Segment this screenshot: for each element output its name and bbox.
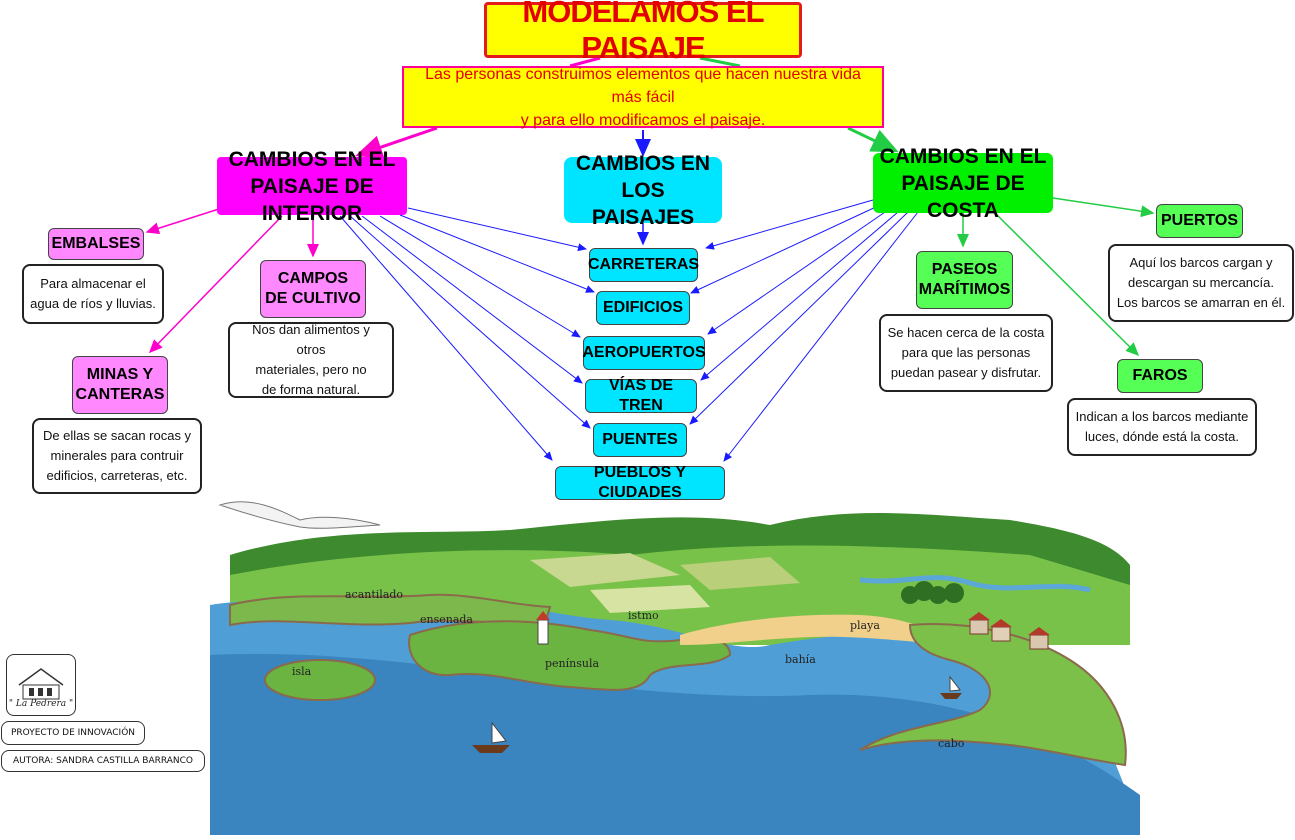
- main-title: MODELAMOS EL PAISAJE: [484, 2, 802, 58]
- arrow-costa-puentes: [690, 212, 908, 424]
- intro-line-2: y para ello modificamos el paisaje.: [521, 112, 766, 129]
- arrow-interior-aeropuertos: [380, 216, 580, 337]
- item-carreteras: CARRETERAS: [589, 248, 698, 282]
- arrow-interior-vias: [362, 216, 582, 383]
- intro-box: Las personas construimos elementos que h…: [402, 66, 884, 128]
- label-peninsula: península: [545, 657, 599, 670]
- author-label: AUTORA: SANDRA CASTILLA BARRANCO: [1, 750, 205, 772]
- label-acantilado: acantilado: [345, 588, 403, 601]
- arrow-costa-puertos: [1053, 198, 1153, 213]
- arrow-costa-carreteras: [706, 200, 873, 248]
- item-vias: VÍAS DE TREN: [585, 379, 697, 413]
- label-playa: playa: [850, 619, 880, 632]
- item-edificios: EDIFICIOS: [596, 291, 690, 325]
- item-aeropuertos: AEROPUERTOS: [583, 336, 705, 370]
- arrow-costa-vias: [701, 212, 898, 380]
- faros-label: FAROS: [1117, 359, 1203, 393]
- label-isla: isla: [292, 665, 312, 678]
- label-ensenada: ensenada: [420, 613, 473, 626]
- embalses-label: EMBALSES: [48, 228, 144, 260]
- intro-line-1: Las personas construimos elementos que h…: [425, 66, 861, 106]
- logo-text: " La Pedrera ": [7, 699, 75, 709]
- school-logo: " La Pedrera ": [6, 654, 76, 716]
- project-label: PROYECTO DE INNOVACIÓN: [1, 721, 145, 745]
- label-bahia: bahía: [785, 653, 816, 666]
- puertos-label: PUERTOS: [1156, 204, 1243, 238]
- label-istmo: istmo: [628, 609, 659, 622]
- coastal-landscape-illustration: acantilado ensenada istmo playa isla pen…: [210, 495, 1140, 835]
- label-cabo: cabo: [938, 737, 965, 750]
- arrow-interior-embalses: [147, 208, 222, 232]
- item-puentes: PUENTES: [593, 423, 687, 457]
